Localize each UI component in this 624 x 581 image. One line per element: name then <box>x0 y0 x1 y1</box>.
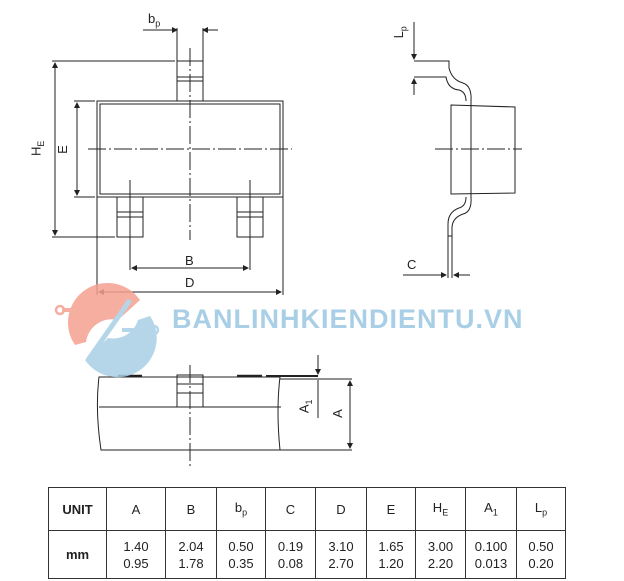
label-e: E <box>54 145 70 154</box>
watermark-text: BANLINHKIENDIENTU.VN <box>172 304 524 334</box>
label-lp: Lp <box>390 26 409 39</box>
label-a1: A1 <box>296 399 315 414</box>
label-he: HE <box>28 140 46 156</box>
top-view <box>52 27 292 295</box>
header-bp: bp <box>216 487 266 531</box>
header-a1: A1 <box>465 487 517 531</box>
front-view <box>96 355 353 466</box>
header-e: E <box>366 487 416 531</box>
label-d: D <box>185 275 195 290</box>
label-b: B <box>185 253 194 268</box>
label-a: A <box>329 409 345 418</box>
watermark-logo-icon <box>54 282 160 378</box>
table-header-row: UNIT A B bp C D E HE A1 Lp <box>48 487 566 531</box>
side-view <box>403 22 522 278</box>
header-b: B <box>165 487 217 531</box>
label-c: C <box>407 257 417 272</box>
label-bp: bp <box>148 11 161 29</box>
header-c: C <box>265 487 316 531</box>
header-a: A <box>106 487 166 531</box>
header-unit: UNIT <box>48 487 107 531</box>
row-unit: mm <box>48 530 107 579</box>
header-lp: Lp <box>516 487 566 531</box>
header-d: D <box>315 487 367 531</box>
header-he: HE <box>415 487 466 531</box>
